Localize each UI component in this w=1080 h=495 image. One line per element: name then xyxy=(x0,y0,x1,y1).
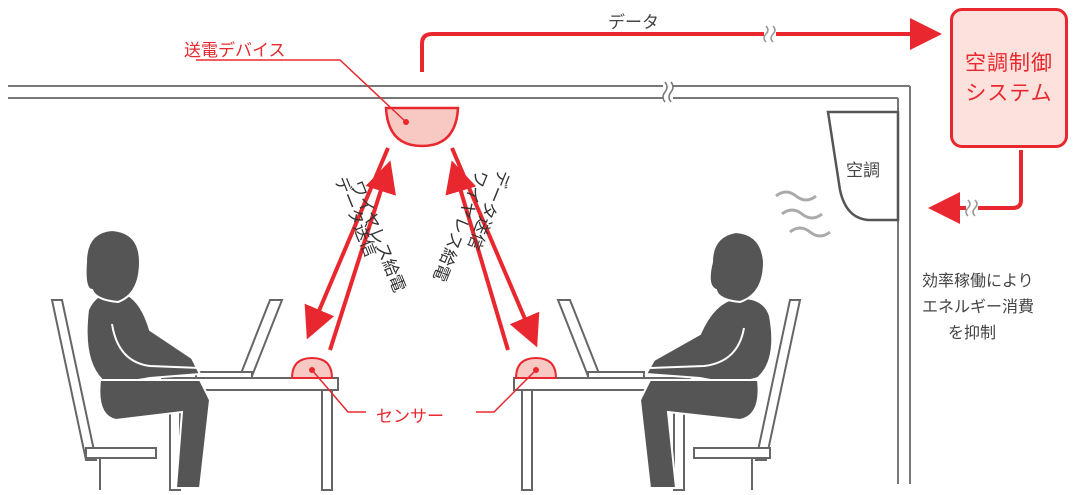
sensor-label: センサー xyxy=(376,407,444,427)
air-conditioner-unit xyxy=(826,110,900,222)
control-system-label-1: 空調制御 xyxy=(965,51,1053,75)
effect-text-line1: 効率稼働により xyxy=(922,271,1034,290)
sensor-leader-left xyxy=(311,369,366,413)
right-person xyxy=(638,230,802,490)
right-laptop xyxy=(556,299,645,379)
airflow-icon xyxy=(775,190,831,238)
control-arrow-to-aircon xyxy=(928,150,1023,224)
data-arrow-to-control xyxy=(420,18,942,72)
left-laptop xyxy=(195,299,284,379)
right-signal-arrows xyxy=(445,147,540,351)
effect-text-line2: エネルギー消費 xyxy=(922,297,1035,316)
control-system-label-2: システム xyxy=(965,81,1053,105)
effect-text-line3: を抑制 xyxy=(948,323,997,342)
right-wall-line xyxy=(897,86,911,484)
transmitter-leader-line xyxy=(196,59,407,123)
data-label: データ xyxy=(608,13,659,33)
left-signal-arrows xyxy=(304,147,396,351)
control-system-box: 空調制御 システム xyxy=(950,8,1068,148)
transmitter-label: 送電デバイス xyxy=(184,41,286,61)
transmitter-device xyxy=(384,106,460,148)
effect-text: 効率稼働により エネルギー消費 を抑制 xyxy=(922,268,1034,346)
left-person xyxy=(50,228,212,490)
aircon-label: 空調 xyxy=(846,161,880,181)
sensor-leader-right xyxy=(476,369,537,413)
ceiling-line xyxy=(8,81,910,103)
